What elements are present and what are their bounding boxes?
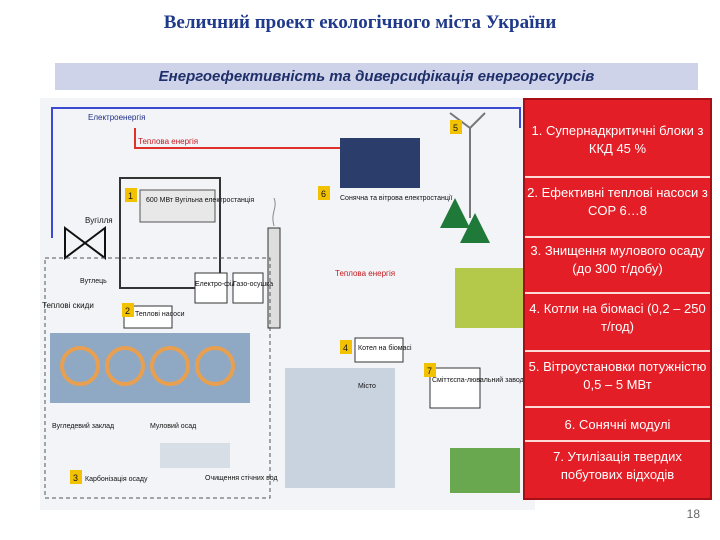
solar-panels (340, 138, 420, 188)
city-label: Місто (358, 382, 376, 390)
biomass-boiler-box (354, 337, 404, 363)
city-buildings (285, 368, 395, 488)
subtitle-bar: Енергоефективність та диверсифікація ене… (55, 63, 698, 90)
measures-panel: 1. Супернадкритичні блоки з ККД 45 % 2. … (523, 98, 712, 500)
badge-7-text: 7 (427, 366, 432, 376)
badge-2-text: 2 (125, 306, 130, 316)
waste-plant-box (429, 367, 481, 409)
measure-5: 5. Вітроустановки потужністю 0,5 – 5 МВт (528, 359, 707, 392)
badge-6 (318, 186, 330, 200)
plant-building (119, 177, 221, 289)
separator (525, 440, 710, 442)
pipe-loop-3 (150, 346, 190, 386)
badge-3-text: 3 (73, 473, 78, 483)
electro-filter-box (194, 272, 228, 304)
slide-subtitle: Енергоефективність та диверсифікація ене… (158, 68, 595, 85)
dashed-frame (44, 257, 271, 499)
badge-3 (70, 470, 82, 484)
gas-dryer-box (232, 272, 264, 304)
badge-1 (125, 188, 137, 202)
separator (525, 176, 710, 178)
slag-label: Вутлець (80, 278, 107, 285)
electro-filter-label: Електро-фільтр (195, 280, 246, 288)
plant-label: 600 МВт Вугільна електростанція (146, 196, 254, 204)
valve (64, 226, 106, 260)
measure-4: 4. Котли на біомасі (0,2 – 250 т/год) (529, 301, 706, 334)
solar-wind-label: Сонячна та вітрова електростанції (340, 194, 452, 202)
trees (440, 198, 490, 243)
waste-plant-label: Сміттєспа-лювальний завод (432, 376, 524, 384)
pipe-loop-2 (105, 346, 145, 386)
fields (455, 268, 525, 328)
separator (525, 292, 710, 294)
measure-7: 7. Утилізація твердих побутових відходів (553, 449, 682, 482)
tanks (160, 443, 230, 468)
biomass-boiler-label: Котел на біомасі (358, 344, 412, 352)
badge-4-text: 4 (343, 343, 348, 353)
electricity-line (51, 107, 521, 238)
treatment-label: Очищення стічних вод (205, 474, 278, 482)
gas-dryer-label: Газо-осушка (233, 281, 273, 288)
electricity-label: Електроенергія (88, 113, 145, 122)
sludge-label: Муловий осад (150, 422, 196, 430)
badge-5 (450, 120, 462, 134)
carbonization-label: Карбонізація осаду (85, 475, 148, 483)
pipe-loop-1 (60, 346, 100, 386)
badge-6-text: 6 (321, 189, 326, 199)
chimney (267, 227, 281, 329)
badge-1-text: 1 (128, 191, 133, 201)
badge-4 (340, 340, 352, 354)
measure-3: 3. Знищення мулового осаду (до 300 т/доб… (530, 243, 705, 276)
heat-label: Теплова енергія (138, 137, 198, 146)
garbage-truck (450, 448, 520, 493)
measure-1: 1. Супернадкритичні блоки з ККД 45 % (531, 123, 704, 156)
smoke (272, 197, 276, 227)
heat-sinks-label: Теплові скиди (42, 301, 94, 310)
badge-2 (122, 303, 134, 317)
pipe-loop-4 (195, 346, 235, 386)
measure-6: 6. Сонячні модулі (564, 417, 671, 432)
separator (525, 236, 710, 238)
measure-2: 2. Ефективні теплові насоси з COP 6…8 (527, 185, 708, 218)
separator (525, 350, 710, 352)
heat-pumps-label: Теплові насоси (135, 310, 185, 318)
heat-energy2-label: Теплова енергія (335, 269, 395, 278)
water-basin (50, 333, 250, 403)
coal-plant-box (139, 189, 216, 223)
page-number: 18 (686, 507, 700, 521)
slide-title: Величний проект екологічного міста Украї… (163, 12, 557, 33)
coal-label: Вугілля (85, 216, 113, 225)
separator (525, 406, 710, 408)
coal-storage-label: Вугледевий заклад (52, 422, 114, 430)
energy-diagram: Електроенергія Теплова енергія 600 МВт В… (40, 98, 535, 510)
badge-7 (424, 363, 436, 377)
badge-5-text: 5 (453, 123, 458, 133)
